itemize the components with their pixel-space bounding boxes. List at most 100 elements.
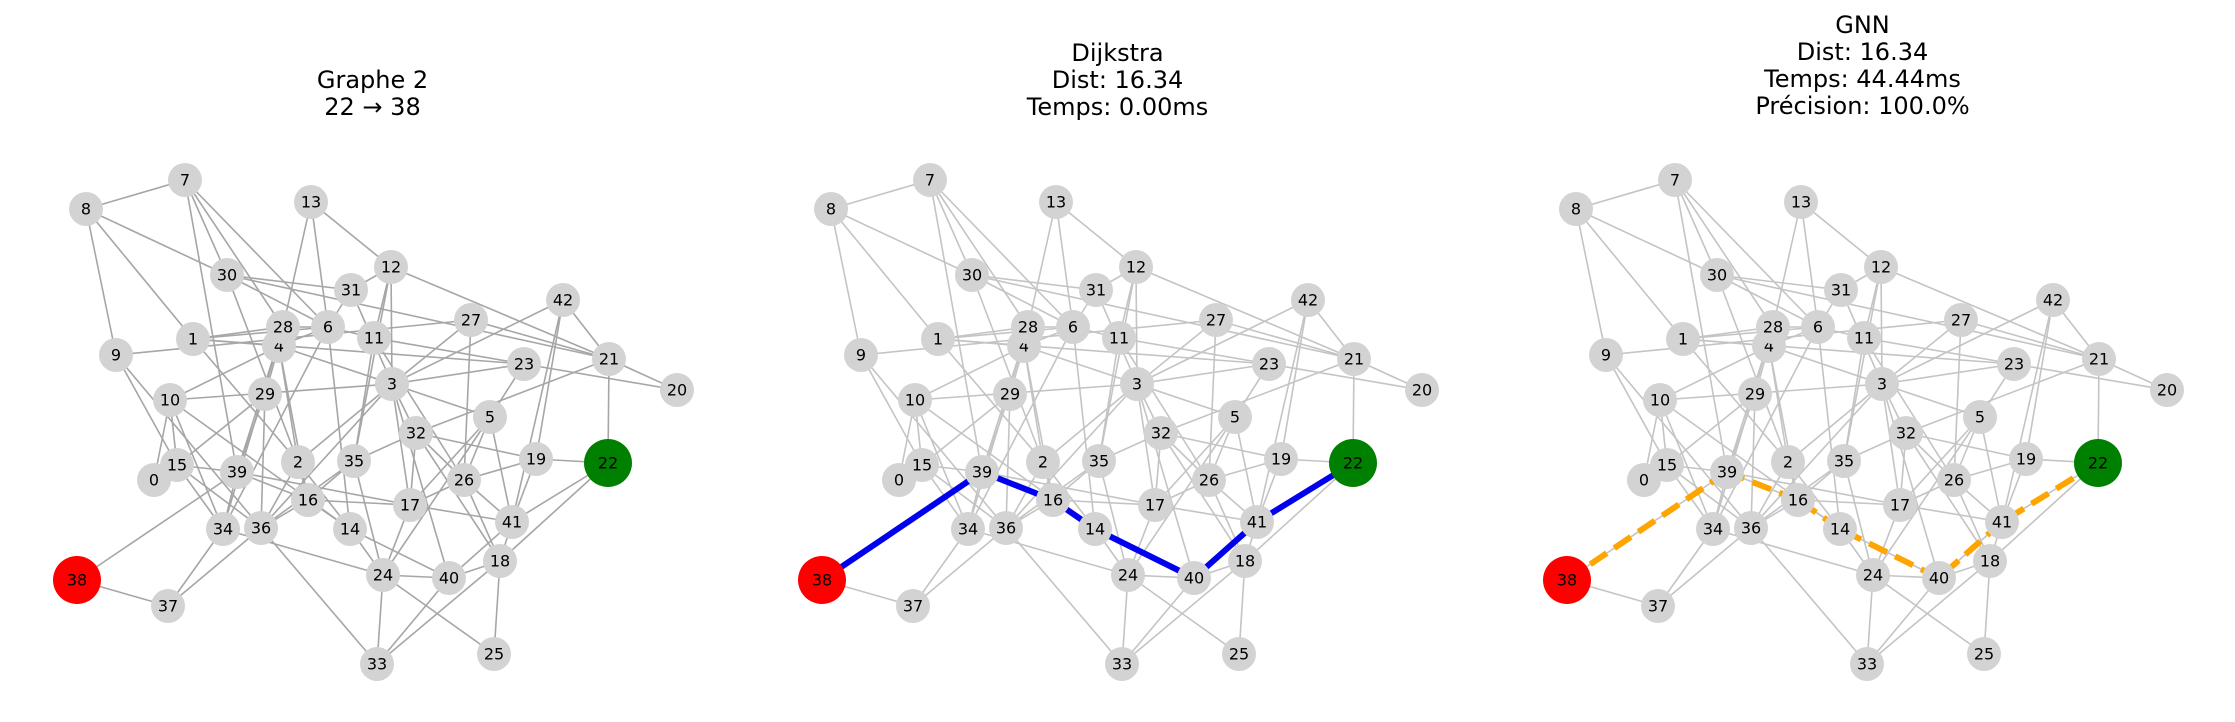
node-11: 11 (1847, 321, 1881, 355)
node-1: 1 (176, 322, 210, 356)
node-17: 17 (393, 488, 427, 522)
node-10: 10 (898, 383, 932, 417)
node-label-5: 5 (1975, 408, 1985, 427)
node-42: 42 (2036, 283, 2070, 317)
node-label-4: 4 (1019, 337, 1029, 356)
edge-42-3 (391, 299, 564, 385)
node-circle-19 (1264, 442, 1298, 476)
node-circle-31 (334, 273, 368, 307)
node-label-18: 18 (1235, 552, 1255, 571)
node-38: 38 (798, 556, 846, 604)
node-10: 10 (1643, 383, 1677, 417)
edge-8-1 (830, 208, 939, 340)
node-circle-21 (1337, 342, 1371, 376)
node-7: 7 (168, 163, 202, 197)
edge-30-2 (1716, 274, 1789, 463)
node-label-0: 0 (149, 471, 159, 490)
edge-27-21 (470, 319, 610, 360)
node-circle-20 (660, 373, 694, 407)
edge-12-35 (1843, 266, 1882, 462)
edge-5-24 (382, 416, 491, 576)
node-20: 20 (2150, 373, 2184, 407)
node-37: 37 (151, 589, 185, 623)
node-circle-23 (507, 347, 541, 381)
edge-30-21 (1716, 274, 2100, 360)
edge-3-2 (1787, 383, 1883, 463)
node-label-8: 8 (826, 200, 836, 219)
node-circle-36 (989, 511, 1023, 545)
edge-29-15 (1666, 393, 1756, 466)
node-label-15: 15 (167, 456, 187, 475)
node-circle-24 (1856, 558, 1890, 592)
node-23: 23 (507, 347, 541, 381)
node-label-4: 4 (274, 337, 284, 356)
node-35: 35 (1827, 444, 1861, 478)
edge-11-23 (373, 337, 525, 365)
edge-8-30 (830, 208, 973, 276)
node-18: 18 (1973, 544, 2007, 578)
edge-42-3 (1136, 299, 1309, 385)
node-label-29: 29 (1745, 385, 1765, 404)
edge-15-36 (176, 464, 262, 529)
node-label-36: 36 (1741, 519, 1761, 538)
node-22: 22 (2074, 439, 2122, 487)
node-label-10: 10 (1650, 391, 1670, 410)
node-28: 28 (266, 310, 300, 344)
node-circle-11 (357, 321, 391, 355)
node-circle-21 (2082, 342, 2116, 376)
edge-39-17 (981, 471, 1156, 506)
node-13: 13 (1784, 185, 1818, 219)
node-label-19: 19 (526, 450, 546, 469)
edge-30-21 (971, 274, 1355, 360)
edge-39-17 (236, 471, 411, 506)
node-label-3: 3 (1132, 375, 1142, 394)
node-label-15: 15 (1657, 456, 1677, 475)
edge-3-36 (1005, 383, 1138, 529)
node-label-3: 3 (1877, 375, 1887, 394)
node-circle-36 (1734, 511, 1768, 545)
edge-4-3 (278, 345, 393, 385)
node-circle-7 (168, 163, 202, 197)
node-circle-31 (1824, 273, 1858, 307)
node-30: 30 (1700, 258, 1734, 292)
node-circle-40 (1922, 561, 1956, 595)
node-label-1: 1 (188, 330, 198, 349)
node-label-30: 30 (217, 266, 237, 285)
node-2: 2 (1771, 445, 1805, 479)
node-circle-29 (993, 377, 1027, 411)
node-label-39: 39 (972, 463, 992, 482)
node-label-25: 25 (1229, 645, 1249, 664)
node-5: 5 (1218, 400, 1252, 434)
node-circle-39 (965, 455, 999, 489)
node-label-32: 32 (1151, 424, 1171, 443)
node-40: 40 (1922, 561, 1956, 595)
edge-10-34 (1659, 399, 1714, 530)
node-circle-14 (1823, 512, 1857, 546)
node-label-13: 13 (1046, 193, 1066, 212)
node-circle-23 (1252, 347, 1286, 381)
node-label-41: 41 (1992, 513, 2012, 532)
node-circle-18 (1228, 544, 1262, 578)
node-label-17: 17 (1890, 496, 1910, 515)
node-label-12: 12 (1871, 258, 1891, 277)
edge-12-21 (1880, 266, 2100, 360)
edge-12-21 (1135, 266, 1355, 360)
edge-9-15 (860, 354, 923, 466)
node-circle-29 (1738, 377, 1772, 411)
node-26: 26 (1192, 463, 1226, 497)
node-27: 27 (1199, 303, 1233, 337)
node-35: 35 (337, 444, 371, 478)
edge-30-6 (971, 274, 1074, 328)
node-circle-35 (1082, 444, 1116, 478)
edge-35-24 (1843, 460, 1874, 576)
edge-11-23 (1863, 337, 2015, 365)
node-circle-34 (951, 512, 985, 546)
node-circle-19 (519, 442, 553, 476)
node-39: 39 (965, 455, 999, 489)
edge-24-25 (1872, 574, 1985, 655)
node-20: 20 (660, 373, 694, 407)
node-circle-27 (454, 303, 488, 337)
node-circle-9 (99, 338, 133, 372)
node-25: 25 (1967, 637, 2001, 671)
